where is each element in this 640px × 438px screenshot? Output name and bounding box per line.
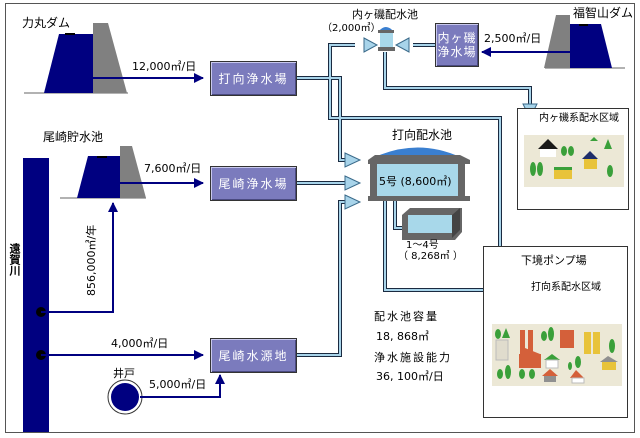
uchigaiso-plant-label-line1: 内ヶ磯 — [437, 30, 477, 45]
pump-station-label: 下境ポンプ場 — [521, 254, 587, 267]
rikimaru-flow-label: 12,000㎥/日 — [132, 60, 197, 73]
uchigata-tank1-4-label: 1～4号 — [406, 240, 439, 251]
ozaki-flow-label: 7,600㎥/日 — [144, 162, 202, 175]
uchigata-plant-box[interactable]: 打向浄水場 — [210, 61, 297, 96]
ozaki-reservoir-label: 尾崎貯水池 — [43, 130, 104, 144]
uchigata-area-label: 打向系配水区域 — [531, 282, 601, 293]
residential-illustration — [524, 135, 624, 187]
ozaki-source-box[interactable]: 尾崎水源地 — [210, 338, 297, 373]
uchigaiso-area-box[interactable]: 内ヶ磯系配水区域 — [517, 108, 629, 210]
uchigata-tank1-4-capacity: （ 8,268㎥ ） — [398, 251, 463, 262]
inlet-arrow — [344, 152, 362, 168]
rikimaru-dam-label: 力丸ダム — [22, 16, 71, 30]
well-flow-label: 5,000㎥/日 — [149, 378, 207, 391]
ozaki-plant-box[interactable]: 尾崎浄水場 — [210, 166, 297, 201]
ozaki-plant-label: 尾崎浄水場 — [218, 177, 289, 191]
river-to-reservoir-arrow — [41, 202, 118, 313]
fukuchiyama-dam-label: 福智山ダム — [573, 6, 634, 20]
inlet-arrow — [344, 194, 362, 210]
uchigaiso-tank-capacity: （2,000㎥） — [322, 23, 381, 34]
urban-illustration — [492, 324, 622, 386]
capacity-label: 配水池容量 — [374, 310, 439, 323]
well-flow-arrow — [140, 374, 225, 398]
river-to-reservoir-flow-label: 856,000㎥/年 — [85, 224, 98, 296]
uchigaiso-tank-label: 内ヶ磯配水池 — [352, 8, 418, 21]
plant-capacity-value: 36, 100㎥/日 — [376, 370, 444, 383]
uchigaiso-plant-box[interactable]: 内ヶ磯 浄水場 — [435, 23, 479, 67]
uchigata-tank5-icon — [368, 147, 470, 201]
plant-capacity-label: 浄水施設能力 — [374, 351, 452, 364]
inlet-arrow — [394, 37, 410, 53]
fukuchiyama-dam-icon — [544, 15, 625, 69]
ozaki-source-label: 尾崎水源地 — [218, 349, 289, 363]
river-to-source-flow-label: 4,000㎥/日 — [111, 337, 169, 350]
uchigata-tank-label: 打向配水池 — [392, 128, 453, 142]
ozaki-reservoir-icon — [60, 146, 146, 199]
rikimaru-dam-icon — [24, 23, 128, 94]
inlet-arrow — [344, 175, 362, 191]
fukuchiyama-flow-label: 2,500㎥/日 — [484, 32, 542, 45]
onga-river-icon — [23, 158, 49, 432]
uchigaiso-tank-icon — [378, 27, 395, 51]
inlet-arrow — [363, 37, 379, 53]
well-icon — [111, 383, 139, 411]
onga-river-label: 遠賀川 — [8, 243, 21, 276]
uchigaiso-area-label: 内ヶ磯系配水区域 — [539, 113, 619, 124]
uchigata-tank1-4-icon — [402, 208, 462, 240]
uchigata-tank5-label: 5号 (8,600㎥) — [379, 175, 452, 188]
well-label: 井戸 — [113, 367, 135, 380]
capacity-value: 18, 868㎥ — [376, 330, 429, 343]
uchigaiso-plant-label-line2: 浄水場 — [437, 45, 477, 59]
uchigata-plant-label: 打向浄水場 — [218, 72, 289, 86]
uchigata-area-box[interactable]: 下境ポンプ場 打向系配水区域 — [483, 246, 628, 418]
